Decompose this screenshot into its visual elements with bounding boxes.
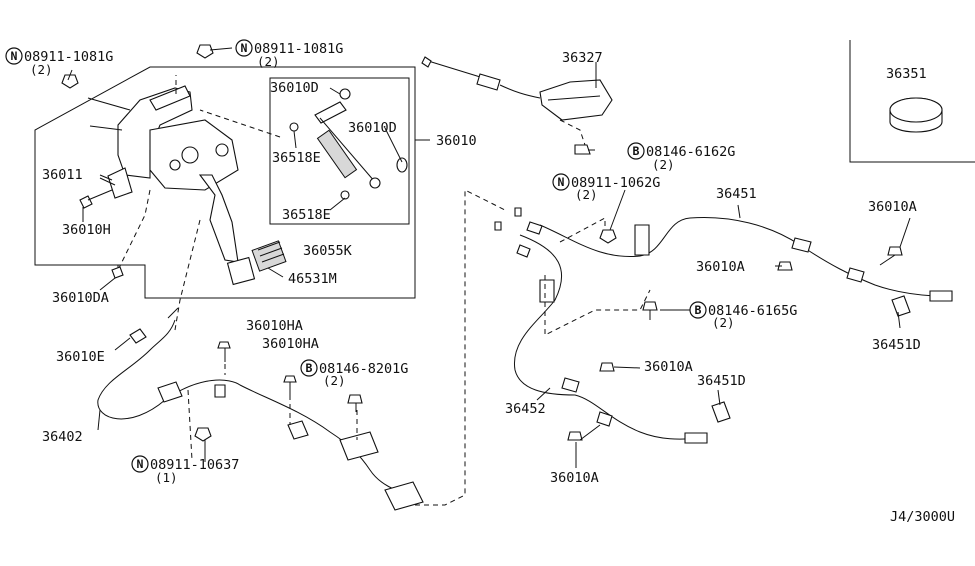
callout-symbol: N bbox=[558, 175, 565, 189]
label-36402: 36402 bbox=[42, 429, 83, 445]
label-36010D-b: 36010D bbox=[348, 120, 397, 136]
label-36518E-a: 36518E bbox=[272, 150, 321, 166]
rear-cable-left bbox=[514, 234, 701, 440]
label-36010E: 36010E bbox=[56, 349, 105, 365]
bolt-36010A-a bbox=[879, 246, 903, 266]
label-36452: 36452 bbox=[505, 401, 546, 417]
bolts-pedal-top bbox=[61, 44, 214, 89]
label-36010DA: 36010DA bbox=[52, 290, 109, 306]
bolt-36010A-b bbox=[777, 261, 793, 271]
callout-symbol: B bbox=[633, 144, 640, 158]
callout-code: 08911-1062G bbox=[571, 175, 660, 191]
bolt-08146-6165G bbox=[642, 301, 658, 320]
bolt-36010A-c bbox=[599, 362, 615, 372]
bolt-36010HA-b bbox=[283, 375, 297, 395]
callout-qty: (1) bbox=[155, 470, 178, 485]
callout-symbol: N bbox=[137, 457, 144, 471]
callout-code: 08146-6162G bbox=[646, 144, 735, 160]
label-36055K: 36055K bbox=[303, 243, 353, 259]
callout-n1: N 08911-1081G (2) bbox=[5, 47, 113, 77]
bolt-08146-8201G bbox=[347, 394, 363, 412]
callout-code: 08911-10637 bbox=[150, 457, 239, 473]
label-36451D-a: 36451D bbox=[872, 337, 921, 353]
spring-kit-box bbox=[269, 77, 410, 225]
label-36351: 36351 bbox=[886, 66, 927, 82]
callout-qty: (2) bbox=[30, 62, 53, 77]
spring-kit-parts bbox=[289, 88, 408, 200]
parking-handle bbox=[421, 56, 613, 146]
nut-08911-1062G bbox=[599, 229, 617, 244]
callout-qty: (2) bbox=[323, 373, 346, 388]
plug-box bbox=[849, 40, 975, 163]
callout-symbol: B bbox=[306, 361, 313, 375]
label-36010A-c: 36010A bbox=[644, 359, 693, 375]
diagram-code: J4/3000U bbox=[890, 509, 955, 525]
callout-qty: (2) bbox=[652, 157, 675, 172]
plug-36351 bbox=[889, 97, 943, 133]
rear-cable-right bbox=[539, 217, 936, 297]
callout-b2: B 08146-6165G (2) bbox=[689, 301, 797, 330]
pedal-bracket bbox=[79, 85, 256, 286]
callout-qty: (2) bbox=[575, 187, 598, 202]
label-36518E-b: 36518E bbox=[282, 207, 331, 223]
label-36451: 36451 bbox=[716, 186, 757, 202]
callout-code: 08911-1081G bbox=[254, 41, 343, 57]
label-36010A-b: 36010A bbox=[696, 259, 745, 275]
label-36010HA-a: 36010HA bbox=[246, 318, 303, 334]
callout-symbol: N bbox=[11, 49, 18, 63]
label-36451D-b: 36451D bbox=[697, 373, 746, 389]
bolt-36010HA-a bbox=[217, 341, 231, 362]
callout-n2: N 08911-1081G (2) bbox=[235, 39, 343, 69]
callout-b1: B 08146-6162G (2) bbox=[627, 142, 735, 172]
label-46531M: 46531M bbox=[288, 271, 337, 287]
callout-qty: (2) bbox=[257, 54, 280, 69]
callout-symbol: N bbox=[241, 41, 248, 55]
callout-code: 08911-1081G bbox=[24, 49, 113, 65]
callout-n4: N 08911-10637 (1) bbox=[131, 455, 239, 485]
bolt-36010A-d bbox=[567, 424, 601, 441]
pedal-pad-icon bbox=[251, 240, 287, 272]
label-36010D-a: 36010D bbox=[270, 80, 319, 96]
label-36010H: 36010H bbox=[62, 222, 111, 238]
callout-qty: (2) bbox=[712, 315, 735, 330]
callout-b3: B 08146-8201G (2) bbox=[300, 359, 408, 388]
front-cable bbox=[97, 319, 411, 496]
leader-lines bbox=[67, 47, 911, 468]
callout-n3: N 08911-1062G (2) bbox=[552, 173, 660, 202]
label-36010: 36010 bbox=[436, 133, 477, 149]
pedal-assembly-outline bbox=[34, 66, 416, 299]
label-36010A-d: 36010A bbox=[550, 470, 599, 486]
nut-08911-10637 bbox=[194, 427, 212, 442]
label-36327: 36327 bbox=[562, 50, 603, 66]
callout-symbol: B bbox=[695, 303, 702, 317]
label-36011: 36011 bbox=[42, 167, 83, 183]
bolt-08146-6162G bbox=[574, 144, 591, 155]
label-36010HA-b: 36010HA bbox=[262, 336, 319, 352]
part-labels: 36010D 36010D 36010 36518E 36518E 36055K… bbox=[42, 50, 955, 525]
callout-code: 08146-8201G bbox=[319, 361, 408, 377]
callout-code: 08146-6165G bbox=[708, 303, 797, 319]
label-36010A-a: 36010A bbox=[868, 199, 917, 215]
